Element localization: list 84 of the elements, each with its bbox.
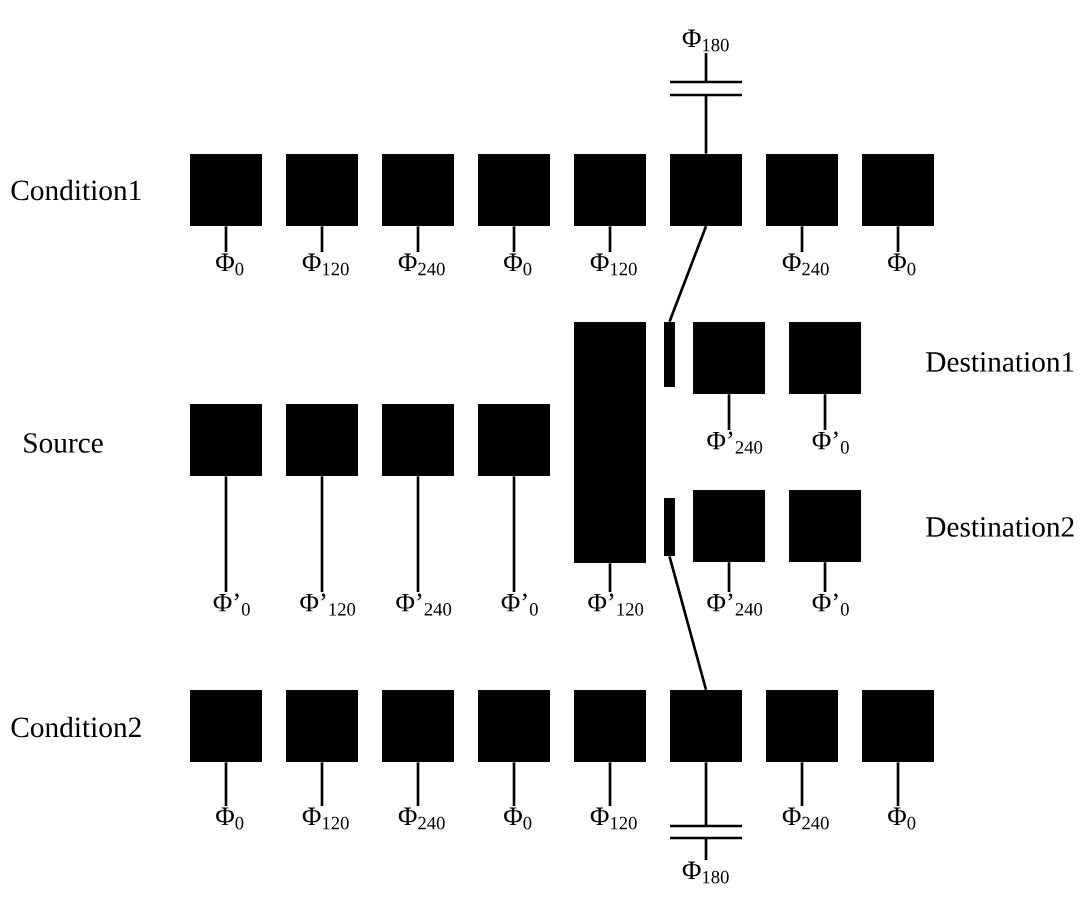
phase-label: Φ$_{180}$ [682, 29, 729, 52]
connector-line [668, 555, 708, 691]
electrode-block [382, 154, 454, 226]
phase-label: Φ$_{0}$ [888, 807, 916, 830]
connector-line [896, 226, 900, 252]
phase-label: Φ$_{240}$ [398, 807, 445, 830]
connector-line [416, 762, 420, 806]
electrode-block [664, 322, 675, 387]
connector-line [823, 562, 827, 592]
phase-label: Φ$_{240}$ [782, 807, 829, 830]
electrode-block [190, 404, 262, 476]
electrode-block [693, 490, 765, 562]
electrode-block [286, 154, 358, 226]
phase-label: Φ’$_{0}$ [812, 431, 849, 454]
connector-line [512, 762, 516, 806]
electrode-block [670, 154, 742, 226]
phase-label: Φ$_{120}$ [590, 253, 637, 276]
electrode-block [766, 154, 838, 226]
electrode-block [862, 154, 934, 226]
electrode-block [693, 322, 765, 394]
electrode-block [574, 322, 646, 563]
electrode-block [286, 404, 358, 476]
phase-label: Φ$_{0}$ [888, 253, 916, 276]
phase-label: Φ$_{120}$ [590, 807, 637, 830]
phase-label: Φ$_{0}$ [504, 253, 532, 276]
phase-label: Φ’$_{0}$ [213, 593, 250, 616]
phase-label: Φ’$_{120}$ [588, 593, 644, 616]
electrode-block [382, 690, 454, 762]
electrode-block [478, 690, 550, 762]
connector-line [224, 476, 228, 592]
phase-label: Φ’$_{240}$ [396, 593, 452, 616]
connector-line [727, 562, 731, 592]
electrode-block [670, 690, 742, 762]
row-label: Condition2 [11, 716, 141, 738]
phase-label: Φ’$_{0}$ [501, 593, 538, 616]
electrode-block [190, 154, 262, 226]
electrode-block [664, 498, 675, 556]
phase-label: Φ’$_{120}$ [300, 593, 356, 616]
phase-label: Φ’$_{240}$ [707, 431, 763, 454]
connector-line [512, 226, 516, 252]
connector-line [704, 53, 708, 154]
electrode-block [286, 690, 358, 762]
connector-line [800, 226, 804, 252]
phase-label: Φ$_{180}$ [682, 861, 729, 884]
connector-line [320, 762, 324, 806]
phase-label: Φ$_{120}$ [302, 253, 349, 276]
electrode-block [478, 404, 550, 476]
connector-line [512, 476, 516, 592]
connector-line [896, 762, 900, 806]
row-label: Condition1 [11, 179, 141, 201]
connector-line [224, 226, 228, 252]
electrode-block [789, 490, 861, 562]
row-label: Source [24, 433, 103, 453]
phase-label: Φ$_{0}$ [216, 253, 244, 276]
connector-line [224, 762, 228, 806]
electrode-block [862, 690, 934, 762]
electrode-block [766, 690, 838, 762]
connector-line [416, 476, 420, 592]
phase-label: Φ$_{240}$ [398, 253, 445, 276]
connector-line [727, 394, 731, 430]
connector-line [608, 226, 612, 252]
phase-label: Φ’$_{240}$ [707, 593, 763, 616]
row-label: Destination2 [926, 517, 1074, 537]
connector-line [800, 762, 804, 806]
electrode-block [478, 154, 550, 226]
phase-label: Φ$_{120}$ [302, 807, 349, 830]
connector-line [320, 476, 324, 592]
electrode-block [789, 322, 861, 394]
connector-line [608, 762, 612, 806]
phase-label: Φ’$_{0}$ [812, 593, 849, 616]
connector-line [608, 563, 612, 592]
connector-line [704, 762, 708, 860]
electrode-block [574, 154, 646, 226]
connector-line [823, 394, 827, 430]
phase-label: Φ$_{240}$ [782, 253, 829, 276]
row-label: Destination1 [926, 352, 1074, 372]
connector-line [416, 226, 420, 252]
connector-line [320, 226, 324, 252]
electrode-block [574, 690, 646, 762]
phase-label: Φ$_{0}$ [216, 807, 244, 830]
connector-line [668, 225, 708, 323]
electrode-block [190, 690, 262, 762]
phase-label: Φ$_{0}$ [504, 807, 532, 830]
electrode-block [382, 404, 454, 476]
